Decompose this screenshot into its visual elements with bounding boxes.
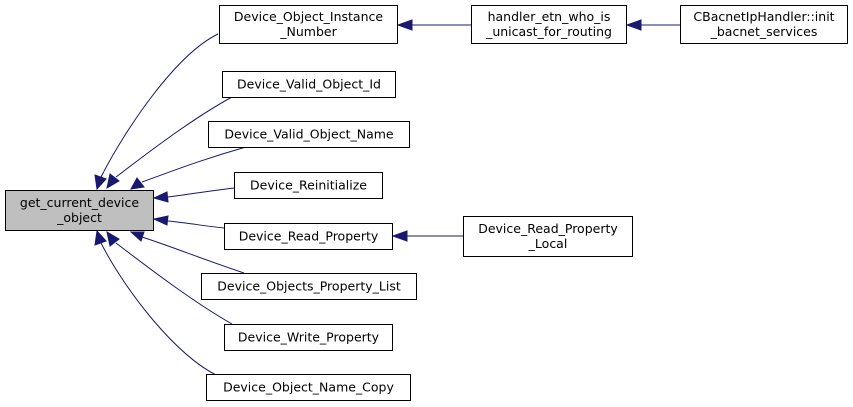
node-label: Device_Objects_Property_List bbox=[217, 279, 401, 294]
node-label: get_current_device bbox=[20, 195, 139, 210]
node-box[interactable] bbox=[201, 273, 417, 300]
node-box[interactable] bbox=[680, 5, 848, 44]
edge-arrowhead bbox=[152, 215, 169, 226]
node-device-object-name-copy[interactable]: Device_Object_Name_Copy bbox=[206, 374, 411, 401]
node-device-objects-property-list[interactable]: Device_Objects_Property_List bbox=[201, 273, 417, 300]
edge-arrowhead bbox=[106, 173, 120, 190]
edge-line bbox=[115, 96, 233, 178]
edge-device-object-instance-number-to-get-current-device-object bbox=[94, 33, 219, 191]
node-box[interactable] bbox=[234, 172, 383, 199]
edge-device-object-name-copy-to-get-current-device-object bbox=[94, 229, 219, 377]
edge-device-objects-property-list-to-get-current-device-object bbox=[129, 231, 245, 274]
edge-arrowhead bbox=[391, 230, 408, 242]
node-box[interactable] bbox=[219, 5, 398, 44]
edge-line bbox=[141, 146, 247, 183]
node-label: CBacnetIpHandler::init bbox=[693, 9, 834, 24]
node-device-valid-object-id[interactable]: Device_Valid_Object_Id bbox=[222, 71, 396, 98]
edge-arrowhead bbox=[625, 19, 642, 31]
node-label: _unicast_for_routing bbox=[485, 24, 612, 39]
edge-device-valid-object-id-to-get-current-device-object bbox=[106, 96, 233, 190]
node-label: _Local bbox=[528, 236, 568, 251]
node-label: Device_Write_Property bbox=[238, 330, 380, 345]
node-box[interactable] bbox=[471, 5, 627, 44]
node-label: Device_Object_Name_Copy bbox=[223, 380, 394, 395]
edge-arrowhead bbox=[94, 174, 107, 191]
edge-device-read-property-to-get-current-device-object bbox=[152, 215, 225, 229]
edge-device-read-property-local-to-device-read-property bbox=[391, 230, 463, 242]
node-device-object-instance-number[interactable]: Device_Object_Instance_Number bbox=[219, 5, 398, 44]
node-label: Device_Read_Property bbox=[239, 229, 379, 244]
edge-line bbox=[115, 242, 233, 325]
edge-line bbox=[167, 220, 225, 229]
edge-handler-etn-who-is-unicast-for-routing-to-device-object-instance-number bbox=[396, 19, 471, 31]
edge-arrowhead bbox=[396, 19, 413, 31]
node-label: Device_Reinitialize bbox=[250, 178, 367, 193]
node-device-write-property[interactable]: Device_Write_Property bbox=[224, 324, 393, 351]
node-cbacnetiphandler-init-bacnet-services[interactable]: CBacnetIpHandler::init_bacnet_services bbox=[680, 5, 848, 44]
node-device-read-property-local[interactable]: Device_Read_Property_Local bbox=[463, 216, 633, 257]
node-box[interactable] bbox=[463, 216, 633, 257]
edge-arrowhead bbox=[94, 229, 107, 246]
node-device-valid-object-name[interactable]: Device_Valid_Object_Name bbox=[208, 121, 410, 148]
edge-line bbox=[100, 242, 219, 377]
edge-cbacnetiphandler-init-bacnet-services-to-handler-etn-who-is-unicast-for-routing bbox=[625, 19, 680, 31]
node-device-reinitialize[interactable]: Device_Reinitialize bbox=[234, 172, 383, 199]
edge-device-write-property-to-get-current-device-object bbox=[106, 230, 233, 325]
edge-line bbox=[167, 187, 235, 198]
node-label: Device_Valid_Object_Id bbox=[237, 77, 381, 92]
node-box[interactable] bbox=[206, 374, 411, 401]
node-label: _Number bbox=[279, 24, 337, 39]
edge-line bbox=[141, 236, 245, 274]
node-box[interactable] bbox=[222, 71, 396, 98]
node-label: Device_Valid_Object_Name bbox=[224, 127, 394, 142]
node-label: _bacnet_services bbox=[710, 24, 818, 39]
edge-line bbox=[100, 33, 219, 178]
node-label: Device_Object_Instance bbox=[234, 9, 383, 24]
edge-arrowhead bbox=[152, 191, 169, 203]
node-device-read-property[interactable]: Device_Read_Property bbox=[224, 223, 393, 250]
edge-arrowhead bbox=[130, 177, 145, 190]
node-box[interactable] bbox=[208, 121, 410, 148]
edge-arrowhead bbox=[106, 230, 120, 247]
node-handler-etn-who-is-unicast-for-routing[interactable]: handler_etn_who_is_unicast_for_routing bbox=[471, 5, 627, 44]
node-box bbox=[5, 190, 154, 231]
nodes-layer: get_current_device_object Device_Object_I… bbox=[5, 5, 848, 401]
node-label: Device_Read_Property bbox=[478, 221, 618, 236]
node-label: handler_etn_who_is bbox=[488, 9, 611, 24]
node-box[interactable] bbox=[224, 223, 393, 250]
edges-layer bbox=[94, 19, 680, 377]
node-get-current-device-object: get_current_device_object bbox=[5, 190, 154, 231]
edge-device-valid-object-name-to-get-current-device-object bbox=[130, 146, 247, 190]
edge-device-reinitialize-to-get-current-device-object bbox=[152, 187, 235, 203]
node-label: _object bbox=[56, 210, 102, 225]
edge-arrowhead bbox=[129, 231, 145, 242]
node-box[interactable] bbox=[224, 324, 393, 351]
